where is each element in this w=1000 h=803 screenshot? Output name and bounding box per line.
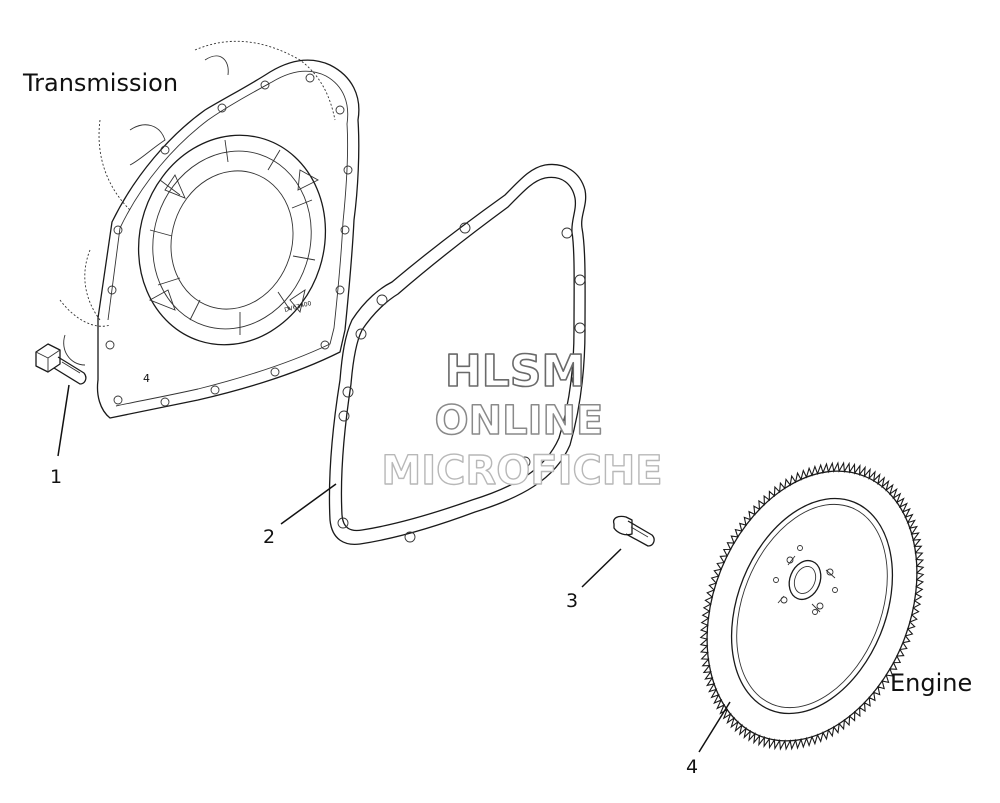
watermark-line-2: ONLINE: [435, 398, 604, 444]
leader-line-3: [581, 548, 622, 588]
bolt-part-3: [612, 515, 655, 547]
watermark-line-3: MICROFICHE: [381, 448, 662, 494]
engine-label: Engine: [890, 669, 972, 697]
callout-3: 3: [566, 590, 578, 612]
transmission-label: Transmission: [22, 69, 178, 97]
leader-line-4: [698, 701, 731, 753]
watermark-line-1: HLSM: [445, 346, 585, 397]
callout-1: 1: [50, 466, 62, 488]
leader-line-2: [280, 483, 337, 525]
flywheel-part-4: [699, 461, 925, 751]
callout-2: 2: [263, 526, 275, 548]
watermark: HLSM ONLINE MICROFICHE: [381, 345, 664, 495]
gasket-part-2: [328, 163, 587, 546]
housing-part-number: DV63400: [284, 300, 313, 314]
transmission-housing: DV63400 4: [59, 40, 360, 419]
housing-digit: 4: [143, 372, 150, 385]
leader-line-1: [57, 384, 70, 457]
flywheel-teeth-outline: [699, 461, 925, 751]
callout-4: 4: [686, 756, 698, 778]
bolt-part-1: [35, 343, 87, 385]
flywheel-ring-gear: [699, 461, 925, 751]
